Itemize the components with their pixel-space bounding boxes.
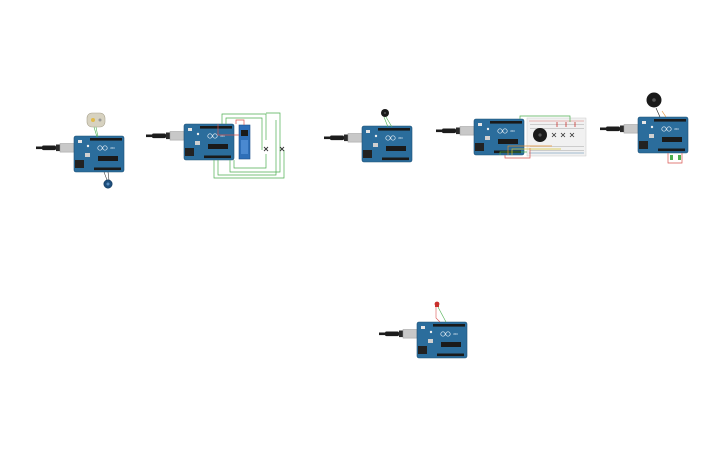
wire-orange xyxy=(661,110,667,118)
wire-green xyxy=(437,306,447,323)
circuit-sensor-module[interactable] xyxy=(145,112,285,179)
wires-green xyxy=(213,112,285,179)
arduino-uno-board[interactable] xyxy=(435,118,525,156)
switch[interactable] xyxy=(263,146,285,152)
arduino-uno-board[interactable] xyxy=(323,125,413,163)
wire-red xyxy=(435,307,441,323)
piezo-buzzer[interactable] xyxy=(381,109,389,117)
resistors xyxy=(556,122,576,127)
arduino-uno-board[interactable] xyxy=(378,321,468,359)
potentiometer[interactable] xyxy=(103,179,113,189)
circuit-led[interactable] xyxy=(378,301,468,359)
wire-black xyxy=(103,171,110,181)
piezo-buzzer[interactable] xyxy=(533,128,547,142)
piezo-buzzer[interactable] xyxy=(646,92,662,108)
servo-motor[interactable] xyxy=(86,112,106,128)
push-buttons[interactable] xyxy=(551,132,575,138)
led[interactable] xyxy=(434,301,440,307)
wire-red xyxy=(217,124,239,136)
wire-green xyxy=(383,116,393,128)
circuit-small-buzzer[interactable] xyxy=(323,109,413,163)
circuit-servo[interactable] xyxy=(35,112,125,189)
sensor-module[interactable] xyxy=(238,124,251,160)
wire-red xyxy=(667,153,683,164)
resistor[interactable] xyxy=(670,155,681,160)
wire-green xyxy=(93,126,99,138)
arduino-uno-board[interactable] xyxy=(35,135,125,173)
circuit-breadboard[interactable] xyxy=(435,115,587,159)
circuit-large-buzzer[interactable] xyxy=(599,92,689,164)
arduino-uno-board[interactable] xyxy=(145,123,235,161)
wires xyxy=(499,115,571,159)
arduino-uno-board[interactable] xyxy=(599,116,689,154)
wire-red xyxy=(235,119,245,125)
wire-black xyxy=(655,107,661,118)
